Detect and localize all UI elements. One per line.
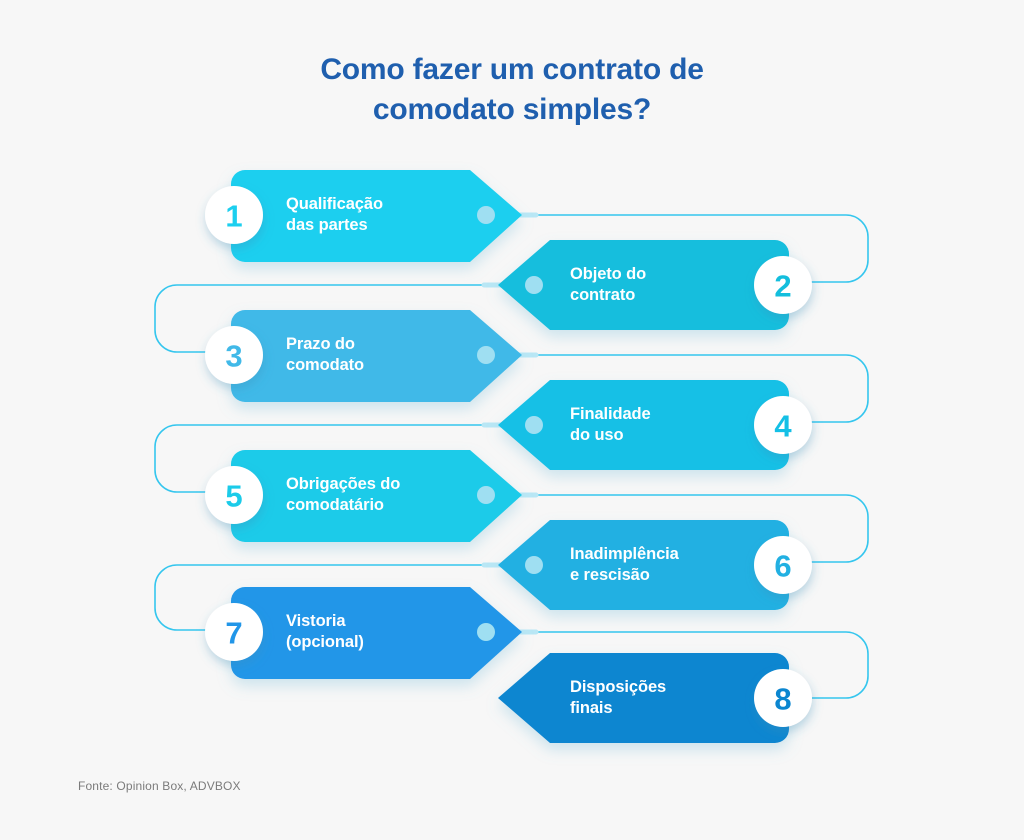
step-5-badge xyxy=(205,466,263,524)
step-4-label-line2: do uso xyxy=(570,426,623,444)
connector-dot-1 xyxy=(477,206,495,224)
step-4[interactable]: 4 Finalidade do uso xyxy=(498,380,812,470)
connector-6-to-7 xyxy=(154,564,534,631)
step-7-label-line2: (opcional) xyxy=(286,633,364,651)
step-6-arrow-shape xyxy=(498,520,789,610)
step-8-number: 8 xyxy=(774,682,791,717)
step-2-label-line2: contrato xyxy=(570,286,635,304)
connector-7-to-8 xyxy=(486,631,869,699)
step-4-arrow-shape xyxy=(498,380,789,470)
step-3-number: 3 xyxy=(225,339,242,374)
connector-dot-5 xyxy=(477,486,495,504)
step-6-label-line2: e rescisão xyxy=(570,566,650,584)
connector-2-to-3 xyxy=(154,284,534,353)
step-4-number: 4 xyxy=(774,409,792,444)
step-8-badge xyxy=(754,669,812,727)
step-1-label-line1: Qualificação xyxy=(286,195,383,213)
source-note: Fonte: Opinion Box, ADVBOX xyxy=(78,779,241,793)
step-3-label-line2: comodato xyxy=(286,356,364,374)
step-2-label-line1: Objeto do xyxy=(570,265,646,283)
connector-5-to-6 xyxy=(486,494,869,563)
step-8-label-line2: finais xyxy=(570,699,613,717)
step-5-label-line2: comodatário xyxy=(286,496,384,514)
step-4-label-line1: Finalidade xyxy=(570,405,651,423)
step-1-number: 1 xyxy=(225,199,242,234)
step-7-badge xyxy=(205,603,263,661)
step-2-badge xyxy=(754,256,812,314)
step-2-number: 2 xyxy=(774,269,791,304)
step-1[interactable]: 1 Qualificação das partes xyxy=(205,170,522,262)
step-7[interactable]: 7 Vistoria (opcional) xyxy=(205,587,522,679)
step-8-arrow-shape xyxy=(498,653,789,743)
step-6[interactable]: 6 Inadimplência e rescisão xyxy=(498,520,812,610)
step-7-number: 7 xyxy=(225,616,242,651)
step-8-label-line1: Disposições xyxy=(570,678,666,696)
connector-dot-3 xyxy=(477,346,495,364)
step-6-number: 6 xyxy=(774,549,791,584)
title-line-2: comodato simples? xyxy=(372,93,652,126)
connector-dot-6 xyxy=(525,556,543,574)
step-1-label-line2: das partes xyxy=(286,216,368,234)
step-4-badge xyxy=(754,396,812,454)
connector-dot-7 xyxy=(477,623,495,641)
step-6-label-line1: Inadimplência xyxy=(570,545,680,563)
step-2[interactable]: 2 Objeto do contrato xyxy=(498,240,812,330)
step-3-arrow-shape xyxy=(231,310,522,402)
connector-1-to-2 xyxy=(486,214,869,283)
connector-3-to-4 xyxy=(486,354,869,423)
title-line-1: Como fazer um contrato de xyxy=(320,53,704,86)
step-5-number: 5 xyxy=(225,479,242,514)
page-title: Como fazer um contrato de comodato simpl… xyxy=(0,50,1024,130)
step-8[interactable]: 8 Disposições finais xyxy=(498,653,812,743)
step-2-arrow-shape xyxy=(498,240,789,330)
step-5-arrow-shape xyxy=(231,450,522,542)
connector-group xyxy=(154,214,869,699)
step-3-badge xyxy=(205,326,263,384)
step-7-label-line1: Vistoria xyxy=(286,612,346,630)
step-1-badge xyxy=(205,186,263,244)
step-5-label-line1: Obrigações do xyxy=(286,475,400,493)
step-3-label-line1: Prazo do xyxy=(286,335,355,353)
step-5[interactable]: 5 Obrigações do comodatário xyxy=(205,450,522,542)
step-7-arrow-shape xyxy=(231,587,522,679)
connector-dot-2 xyxy=(525,276,543,294)
step-3[interactable]: 3 Prazo do comodato xyxy=(205,310,522,402)
step-6-badge xyxy=(754,536,812,594)
connector-dot-4 xyxy=(525,416,543,434)
connector-4-to-5 xyxy=(154,424,534,493)
step-1-arrow-shape xyxy=(231,170,522,262)
